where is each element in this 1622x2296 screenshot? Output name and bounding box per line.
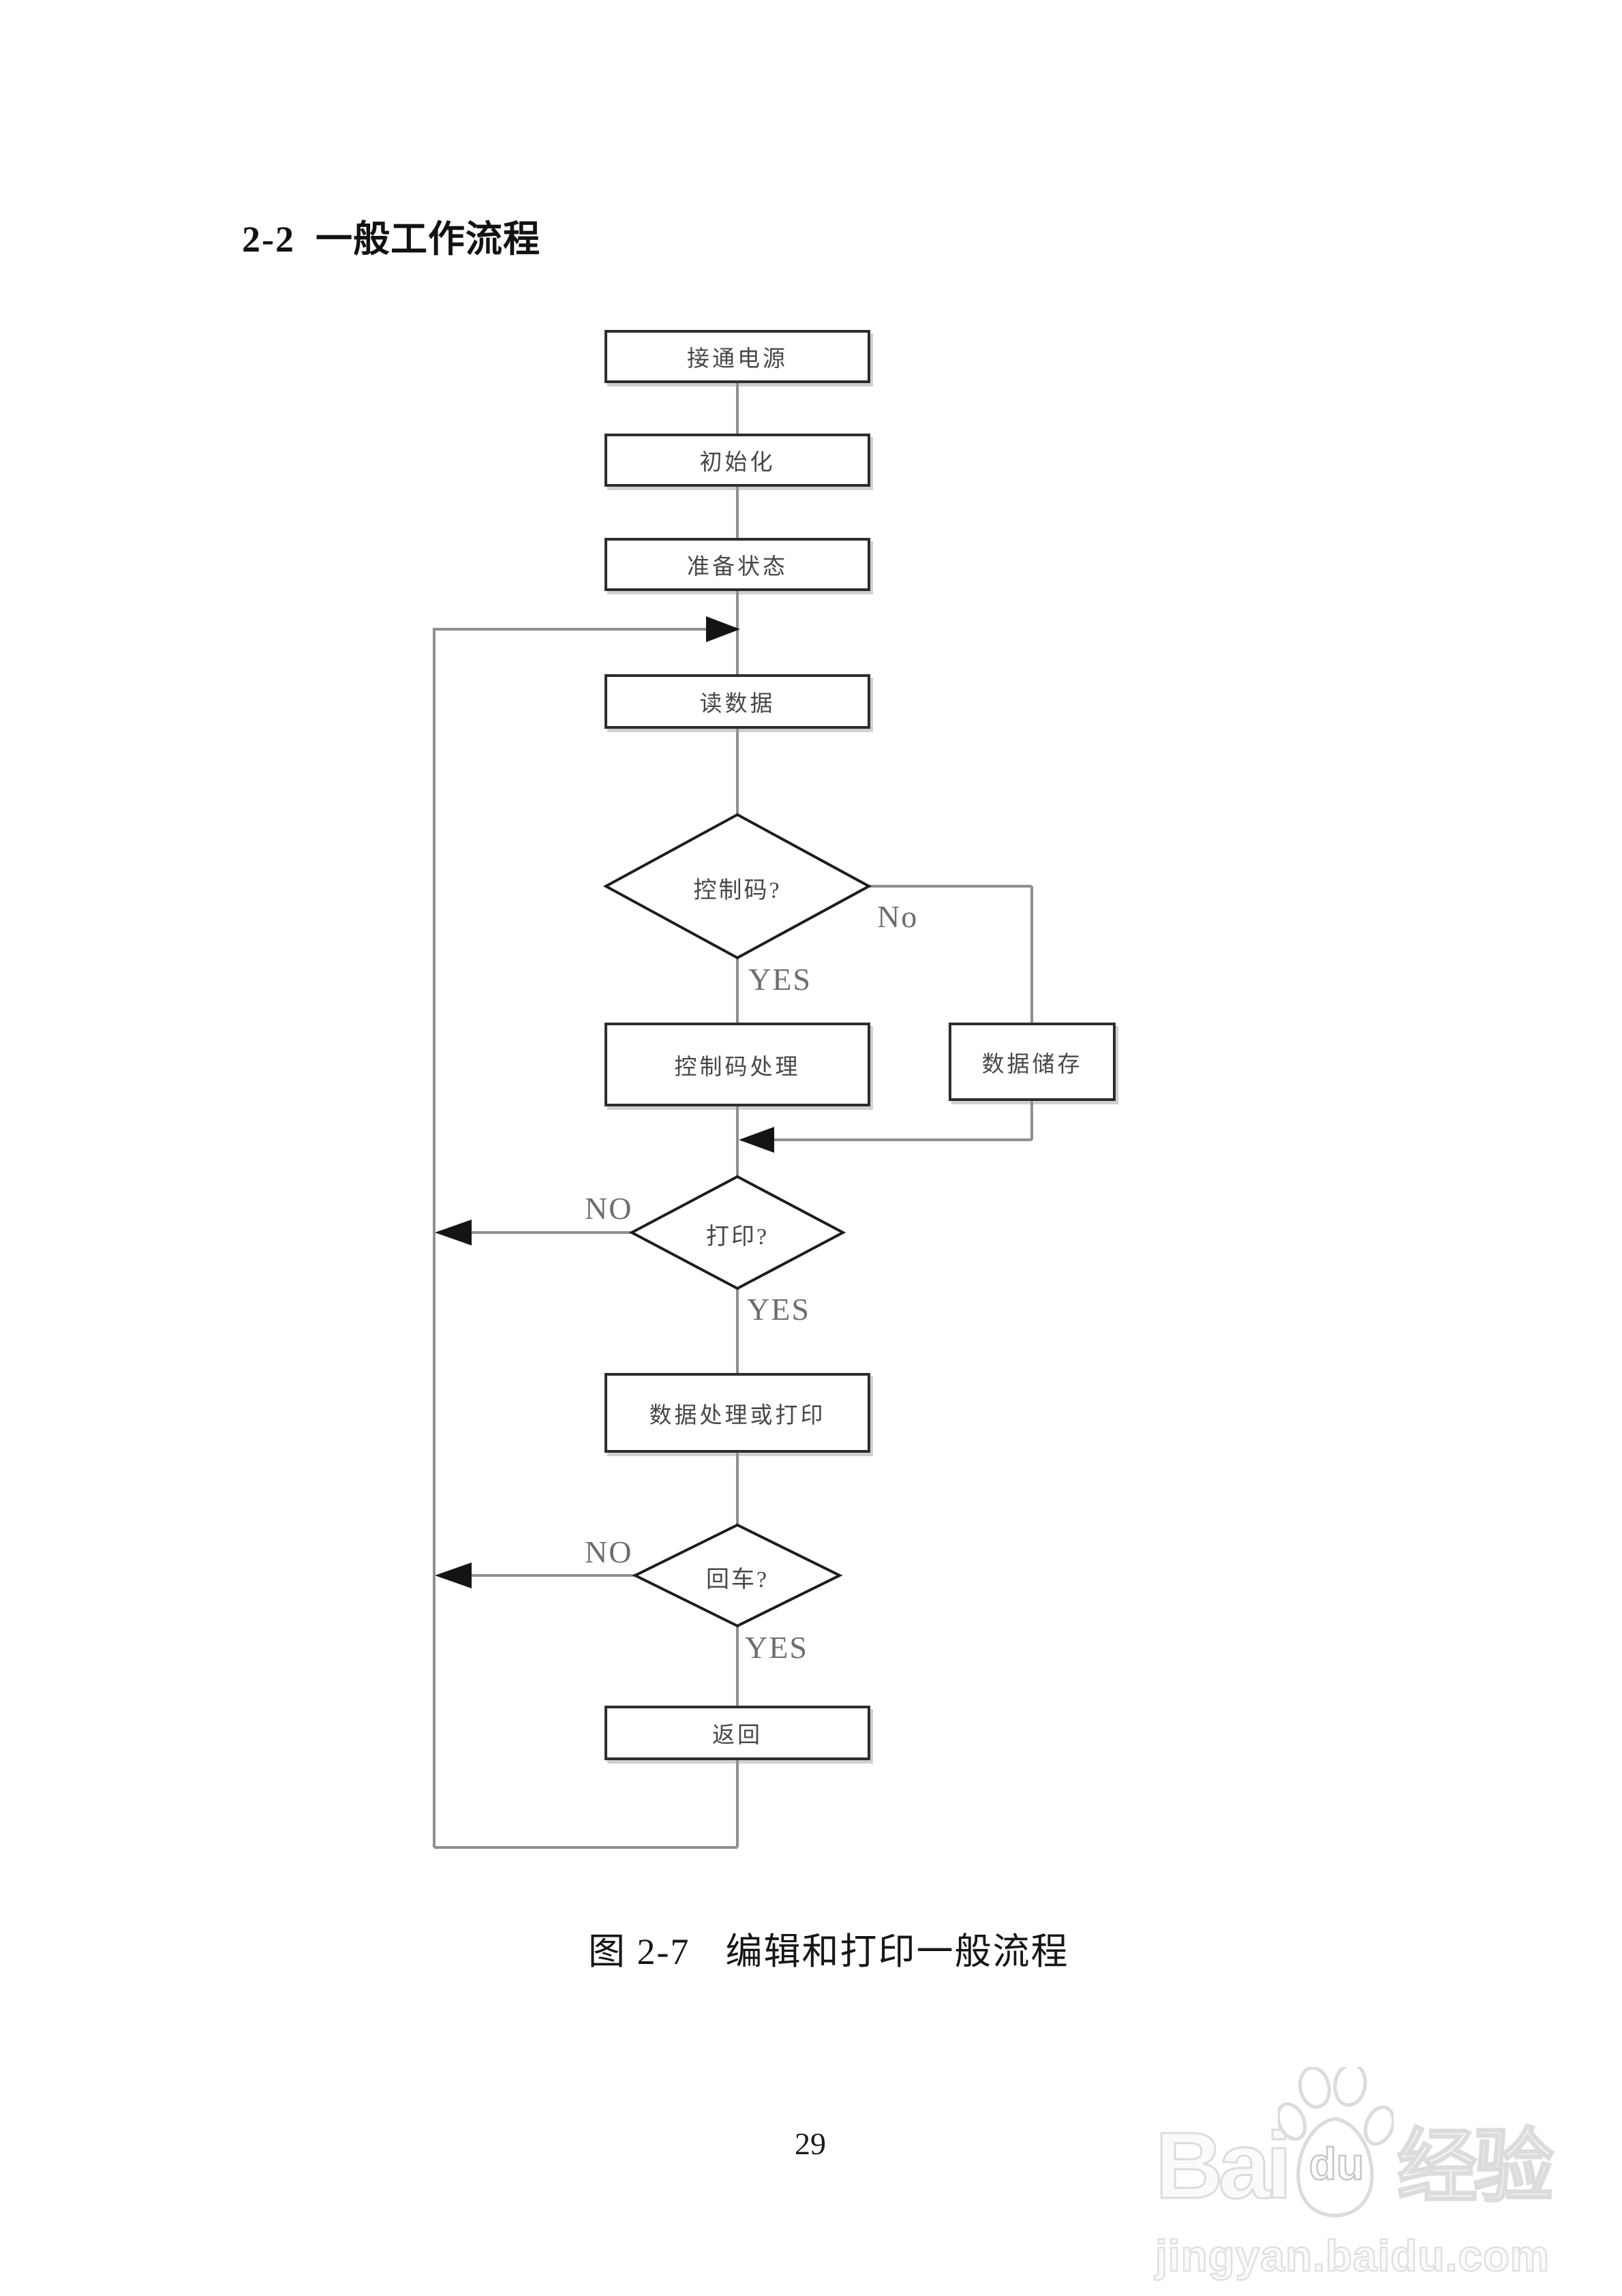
watermark-baidu-jingyan: Bai du 经验 jingyan.baidu.com xyxy=(1154,2067,1578,2296)
branch-label-return-no: NO xyxy=(585,1535,633,1569)
figure-caption-label: 图 2-7 xyxy=(588,1931,690,1972)
flow-node-label: 初始化 xyxy=(699,451,776,475)
watermark-brand-prefix: Bai xyxy=(1154,2113,1294,2218)
decision-label-control-code: 控制码? xyxy=(693,878,782,903)
figure-caption: 图 2-7 编辑和打印一般流程 xyxy=(588,1921,1069,1975)
flow-node-label: 读数据 xyxy=(699,692,776,716)
flow-node-ready: 准备状态 xyxy=(605,538,870,591)
branch-label-print-yes: YES xyxy=(747,1292,810,1327)
flow-node-label: 接通电源 xyxy=(687,347,788,372)
flow-node-initialize: 初始化 xyxy=(605,434,870,487)
arrowhead-reentry-right xyxy=(706,616,740,642)
flow-node-control-code-process: 控制码处理 xyxy=(605,1023,870,1106)
diamond-print xyxy=(628,1175,846,1290)
watermark-url: jingyan.baidu.com xyxy=(1154,2231,1550,2282)
flow-node-label: 控制码处理 xyxy=(674,1055,801,1080)
branch-label-return-yes: YES xyxy=(745,1630,808,1665)
branch-label-control-code-yes: YES xyxy=(748,962,812,997)
arrowhead-merge-left xyxy=(739,1127,774,1153)
decision-label-carriage-return: 回车? xyxy=(705,1567,769,1592)
watermark-brand-suffix: 经验 xyxy=(1396,2122,1555,2212)
flow-node-label: 数据储存 xyxy=(981,1052,1083,1077)
section-number: 2-2 xyxy=(242,219,295,260)
watermark-paw-text: du xyxy=(1308,2138,1364,2190)
decision-label-print: 打印? xyxy=(705,1224,769,1250)
flow-node-power-on: 接通电源 xyxy=(605,330,870,383)
flow-node-label: 准备状态 xyxy=(687,555,788,579)
flow-node-read-data: 读数据 xyxy=(605,674,870,729)
flow-node-data-process-or-print: 数据处理或打印 xyxy=(605,1373,870,1453)
diamond-carriage-return xyxy=(632,1523,843,1628)
arrowhead-print-no-left xyxy=(435,1220,472,1245)
diamond-control-code xyxy=(602,813,872,960)
flow-node-label: 返回 xyxy=(712,1723,763,1748)
baidu-paw-icon xyxy=(1278,2067,1394,2218)
figure-caption-title: 编辑和打印一般流程 xyxy=(725,1931,1069,1972)
flow-node-data-store: 数据储存 xyxy=(949,1023,1116,1101)
branch-label-print-no: NO xyxy=(585,1191,633,1226)
page-number: 29 xyxy=(795,2126,826,2161)
branch-label-control-code-no: No xyxy=(877,899,919,934)
flow-node-label: 数据处理或打印 xyxy=(649,1403,826,1428)
section-heading: 2-2 一般工作流程 xyxy=(242,209,540,262)
arrowhead-return-no-left xyxy=(435,1562,472,1588)
flow-node-return: 返回 xyxy=(605,1706,870,1760)
section-title-text: 一般工作流程 xyxy=(315,219,540,260)
